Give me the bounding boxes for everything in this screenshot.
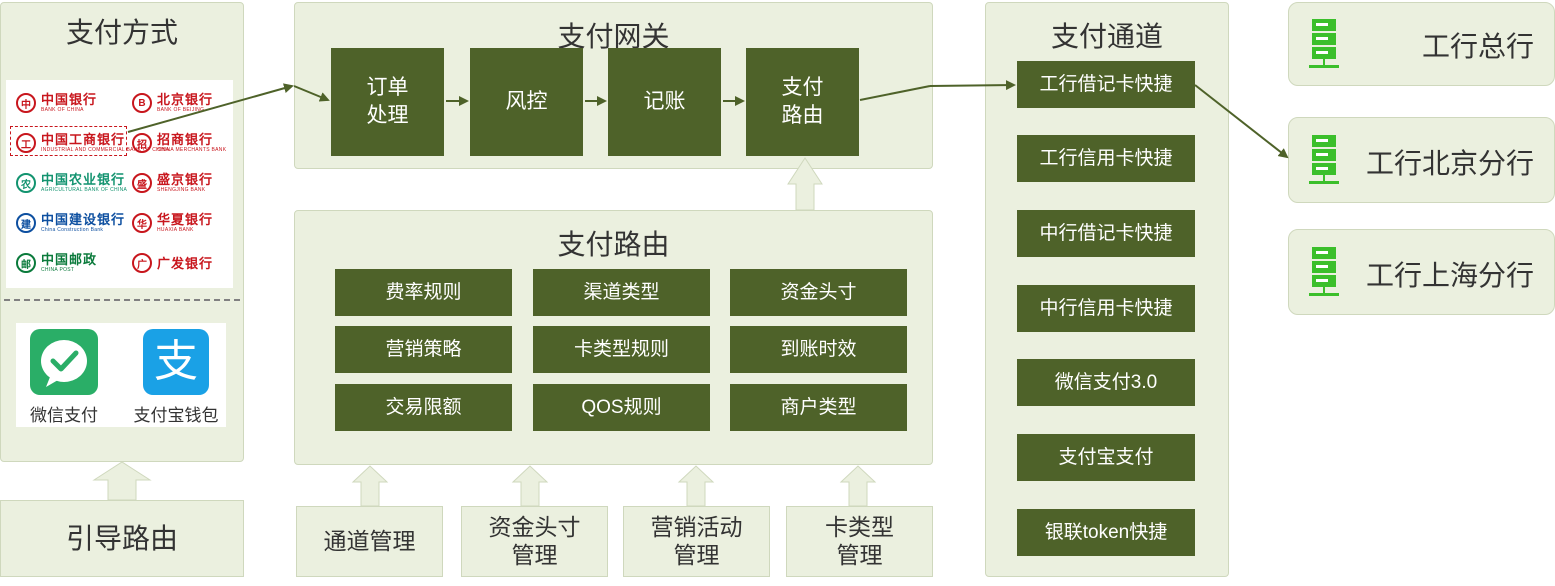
server-icon: [1309, 19, 1339, 68]
bank-of-beijing-logo: B: [132, 93, 152, 113]
wallet-alipay[interactable]: 支 支付宝钱包: [128, 329, 224, 426]
branch-label: 工行北京分行: [1365, 148, 1534, 179]
shengjing-bank-logo: 盛: [132, 173, 152, 193]
bank-name: 招商银行: [157, 132, 214, 147]
rule-card-type: 卡类型规则: [533, 326, 710, 373]
rule-marketing: 营销策略: [335, 326, 512, 373]
huaxia-bank-logo: 华: [132, 213, 152, 233]
ccb-logo: 建: [16, 213, 36, 233]
channels-title: 支付通道: [1050, 21, 1163, 52]
branch-label: 工行上海分行: [1365, 260, 1534, 291]
branch-label: 工行总行: [1421, 31, 1534, 62]
wechat-pay-icon: [30, 329, 98, 395]
wallet-area: 微信支付 支 支付宝钱包: [16, 323, 226, 427]
bank-name-en: BANK OF CHINA: [41, 107, 84, 113]
gateway-step-risk: 风控: [470, 48, 583, 156]
abc-logo: 农: [16, 173, 36, 193]
channel-icbc-debit: 工行借记卡快捷: [1017, 61, 1195, 108]
branch-icbc-beijing: 工行北京分行: [1288, 117, 1555, 203]
routing-title: 支付路由: [557, 229, 670, 260]
rule-channel-type: 渠道类型: [533, 269, 710, 316]
gateway-step-order: 订单 处理: [331, 48, 444, 156]
icbc-logo: 工: [16, 133, 36, 153]
channel-icbc-credit: 工行信用卡快捷: [1017, 135, 1195, 182]
channel-boc-credit: 中行信用卡快捷: [1017, 285, 1195, 332]
bank-name-en: HUAXIA BANK: [157, 227, 194, 233]
bank-name-en: INDUSTRIAL AND COMMERCIAL BANK OF CHINA: [41, 147, 170, 153]
bank-name: 北京银行: [157, 92, 214, 107]
mgmt-marketing: 营销活动 管理: [623, 506, 770, 577]
cgb-logo: 广: [132, 253, 152, 273]
channel-unionpay-token: 银联token快捷: [1017, 509, 1195, 556]
wallet-wechat[interactable]: 微信支付: [24, 329, 104, 426]
up-arrow-guide-to-methods: [92, 461, 152, 501]
gateway-step-accounting: 记账: [608, 48, 721, 156]
rule-fee-rate: 费率规则: [335, 269, 512, 316]
gateway-title: 支付网关: [557, 21, 670, 52]
bank-name-en: BANK OF BEIJING: [157, 107, 205, 113]
bank-logo-9[interactable]: 广广发银行: [132, 246, 213, 280]
bank-name: 盛京银行: [157, 172, 214, 187]
channel-alipay: 支付宝支付: [1017, 434, 1195, 481]
bank-name: 中国银行: [41, 92, 98, 107]
rule-fund-position: 资金头寸: [730, 269, 907, 316]
up-arrow-mgmt-4: [839, 465, 877, 507]
channel-wechat: 微信支付3.0: [1017, 359, 1195, 406]
rule-transaction-limit: 交易限额: [335, 384, 512, 431]
china-post-logo: 邮: [16, 253, 36, 273]
payment-methods-title: 支付方式: [65, 17, 178, 48]
icbc-highlight-box: [10, 126, 127, 156]
mgmt-channel: 通道管理: [296, 506, 443, 577]
branch-icbc-hq: 工行总行: [1288, 2, 1555, 86]
bank-name-en: CHINA POST: [41, 267, 75, 273]
channel-boc-debit: 中行借记卡快捷: [1017, 210, 1195, 257]
alipay-icon: 支: [143, 329, 209, 395]
server-icon: [1309, 247, 1339, 296]
bank-of-china-logo: 中: [16, 93, 36, 113]
mgmt-fund-position: 资金头寸 管理: [461, 506, 608, 577]
bank-name: 广发银行: [157, 255, 214, 271]
guide-routing-box: 引导路由: [0, 500, 244, 577]
wallet-alipay-label: 支付宝钱包: [133, 406, 219, 425]
server-icon: [1309, 135, 1339, 184]
mgmt-card-type: 卡类型 管理: [786, 506, 933, 577]
up-arrow-mgmt-3: [677, 465, 715, 507]
rule-merchant-type: 商户类型: [730, 384, 907, 431]
bank-name: 中国邮政: [41, 252, 98, 267]
bank-name: 华夏银行: [157, 212, 214, 227]
rule-arrival-time: 到账时效: [730, 326, 907, 373]
bank-name-en: SHENGJING BANK: [157, 187, 206, 193]
bank-name-en: CHINA MERCHANTS BANK: [157, 147, 227, 153]
divider-dashed: [4, 299, 240, 301]
branch-icbc-shanghai: 工行上海分行: [1288, 229, 1555, 315]
bank-name: 中国农业银行: [41, 172, 126, 187]
bank-name-en: China Construction Bank: [41, 227, 104, 233]
gateway-step-routing: 支付 路由: [746, 48, 859, 156]
bank-name: 中国工商银行: [41, 132, 126, 147]
cmb-logo: 招: [132, 133, 152, 153]
bank-name: 中国建设银行: [41, 212, 126, 227]
bank-name-en: AGRICULTURAL BANK OF CHINA: [41, 187, 128, 193]
wallet-wechat-label: 微信支付: [30, 406, 98, 425]
rule-qos: QOS规则: [533, 384, 710, 431]
up-arrow-mgmt-2: [511, 465, 549, 507]
up-arrow-mgmt-1: [351, 465, 389, 507]
